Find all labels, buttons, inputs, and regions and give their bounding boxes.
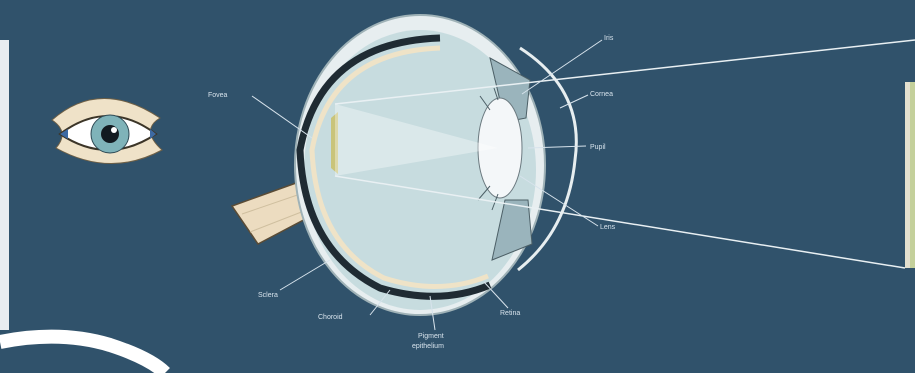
label-choroid: Choroid bbox=[318, 314, 343, 321]
left-panel-strip bbox=[0, 40, 9, 330]
label-epithelium: epithelium bbox=[412, 343, 444, 350]
label-sclera: Sclera bbox=[258, 292, 278, 299]
label-retina: Retina bbox=[500, 310, 520, 317]
label-fovea: Fovea bbox=[208, 92, 228, 99]
eye-icon bbox=[52, 98, 162, 163]
label-pigment: Pigment bbox=[418, 333, 444, 340]
label-lens: Lens bbox=[600, 224, 616, 231]
label-iris: Iris bbox=[604, 35, 614, 42]
decorative-white-arc bbox=[0, 337, 165, 373]
label-pupil: Pupil bbox=[590, 144, 606, 151]
label-cornea: Cornea bbox=[590, 91, 613, 98]
